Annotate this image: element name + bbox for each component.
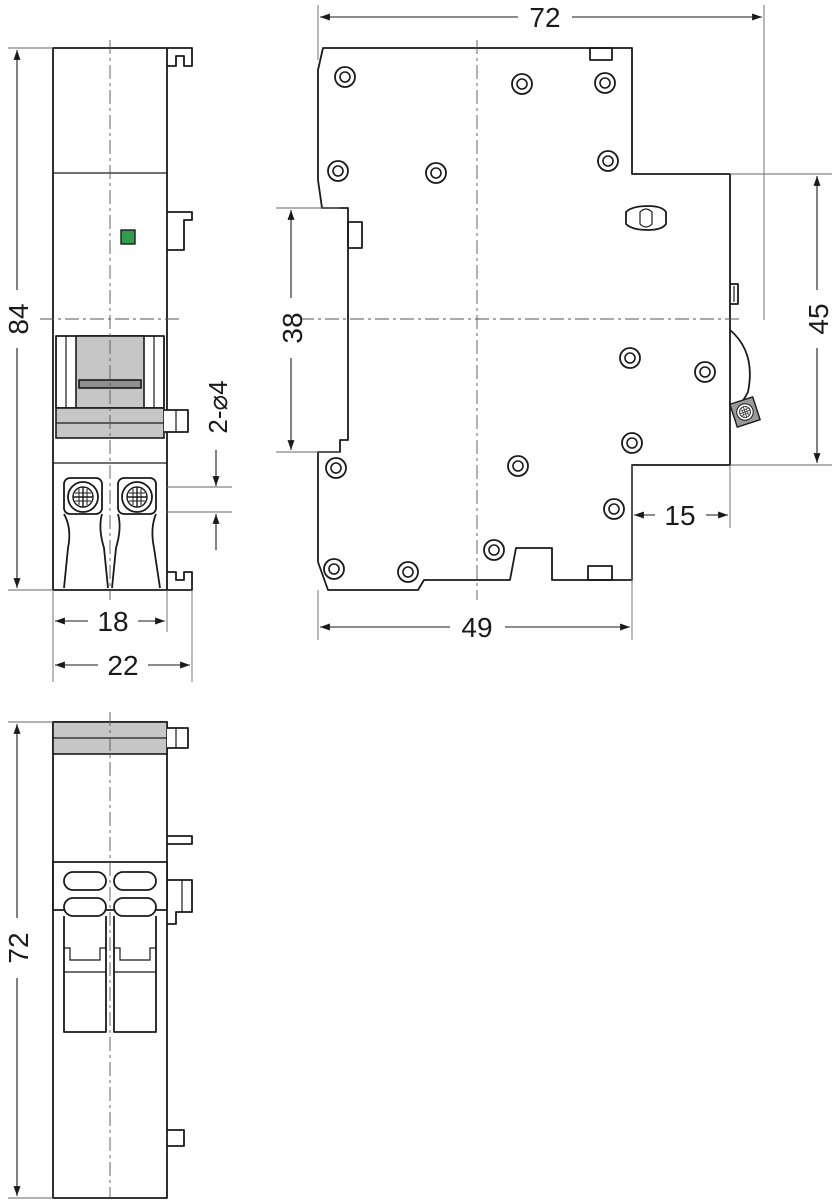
- top-terminal-left-lower: [63, 897, 107, 917]
- dim-hole-spec-label: 2-⌀4: [203, 380, 233, 433]
- dim-bottom-width-label: 49: [461, 612, 492, 643]
- rivet-icon: [323, 558, 345, 580]
- rivet-icon: [425, 162, 447, 184]
- top-side-tab-middle: [167, 879, 193, 925]
- rivet-icon: [621, 432, 643, 454]
- front-side-tab: [167, 211, 193, 251]
- terminal-screw-right-icon: [121, 481, 153, 513]
- wire-tag-icon: [728, 395, 762, 429]
- dim-din-height-label: 38: [277, 312, 308, 343]
- terminal-screw-left-icon: [67, 481, 99, 513]
- side-top-notch: [589, 47, 613, 61]
- side-wire: [729, 329, 751, 411]
- top-view: 72: [3, 712, 193, 1199]
- front-bottom-clip: [167, 571, 193, 591]
- dim-front-inner-width-label: 18: [97, 606, 128, 637]
- rivet-icon: [511, 73, 533, 95]
- rivet-icon: [397, 561, 419, 583]
- front-view: 84 2-⌀4 18 22: [3, 40, 233, 682]
- side-bottom-notch: [587, 565, 613, 581]
- rivet-icon: [619, 347, 641, 369]
- rivet-icon: [327, 160, 349, 182]
- side-view: 72 38 45 15 49: [276, 2, 832, 643]
- dim-side-width-label: 72: [529, 2, 560, 33]
- rivet-icon: [483, 539, 505, 561]
- top-cavity-left: [63, 916, 107, 1033]
- rivet-icon: [694, 361, 716, 383]
- rivet-icon: [597, 150, 619, 172]
- side-body-outline: [317, 47, 731, 591]
- top-handle-tip: [167, 727, 189, 749]
- rivet-icon: [603, 498, 625, 520]
- dim-right-height-label: 45: [803, 303, 832, 334]
- side-right-clip: [730, 283, 739, 305]
- top-terminal-left-upper: [63, 871, 107, 891]
- front-top-clip: [167, 47, 193, 67]
- dim-top-depth-label: 72: [3, 932, 34, 963]
- status-indicator-icon: [120, 229, 136, 245]
- dim-step-width-label: 15: [664, 500, 695, 531]
- dim-front-outer-width-label: 22: [107, 650, 138, 681]
- rivet-icon: [594, 72, 616, 94]
- top-terminal-right-lower: [113, 897, 157, 917]
- rivet-icon: [507, 455, 529, 477]
- top-side-tab-upper: [167, 835, 193, 845]
- side-slot: [625, 205, 667, 231]
- rivet-icon: [334, 66, 356, 88]
- top-cavity-right: [113, 916, 157, 1033]
- top-side-tab-lower: [167, 1129, 185, 1147]
- dim-front-height-label: 84: [3, 303, 34, 334]
- rivet-icon: [325, 457, 347, 479]
- din-clip-tab: [347, 221, 363, 249]
- top-terminal-right-upper: [113, 871, 157, 891]
